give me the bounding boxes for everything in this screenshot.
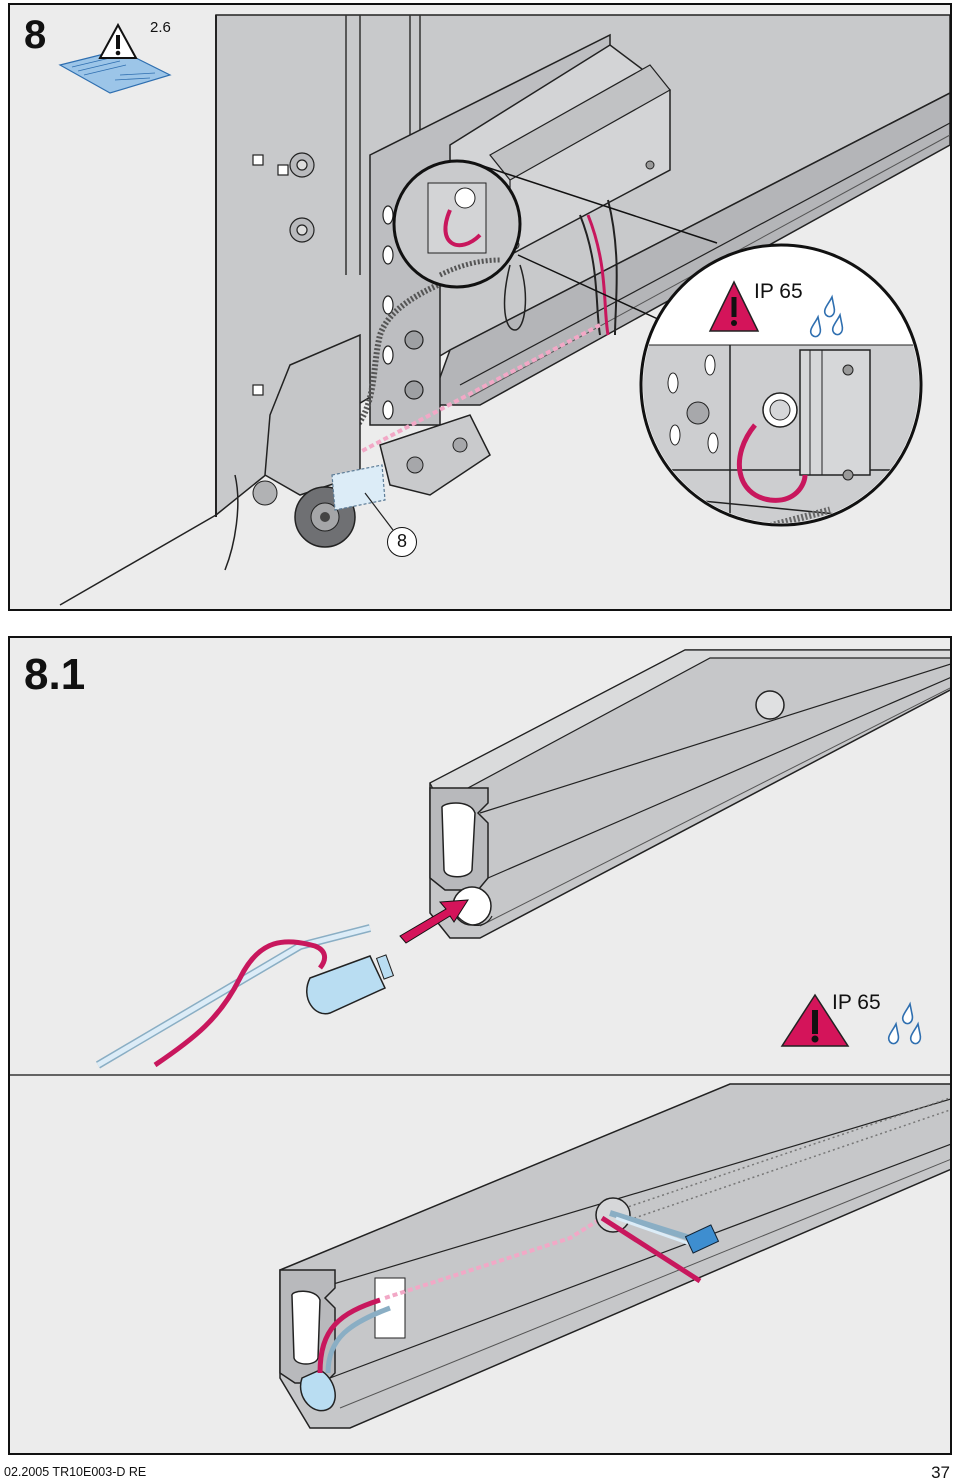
callout-number: 8 bbox=[387, 527, 417, 557]
step-number: 8 bbox=[24, 13, 47, 57]
figure-8-panel: 8 2.6 IP 65 8 bbox=[8, 3, 952, 611]
manual-book-icon bbox=[58, 49, 172, 94]
profile-rail-bottom bbox=[279, 1083, 950, 1429]
ip-rating-label: IP 65 bbox=[754, 280, 803, 303]
warning-triangle-icon bbox=[780, 993, 850, 1047]
figure-8-1-illustration bbox=[10, 649, 950, 1429]
water-drops-icon bbox=[809, 294, 844, 338]
document-code: 02.2005 TR10E003-D RE bbox=[4, 1465, 147, 1479]
figure-8-illustration bbox=[10, 5, 950, 606]
warning-triangle-icon bbox=[98, 22, 138, 59]
page-number: 37 bbox=[931, 1463, 950, 1482]
detail-magnifier bbox=[639, 243, 923, 527]
reference-section: 2.6 bbox=[150, 19, 171, 36]
profile-rail-top bbox=[429, 649, 950, 939]
step-number: 8.1 bbox=[24, 650, 86, 699]
ip-rating-label: IP 65 bbox=[832, 991, 881, 1014]
water-drops-icon bbox=[887, 1001, 922, 1045]
signal-cable bbox=[153, 939, 328, 1068]
push-arrow-icon bbox=[399, 899, 469, 944]
figure-8-1-panel: 8.1 IP 65 bbox=[8, 636, 952, 1455]
sensor-plug bbox=[306, 954, 395, 1015]
bottom-bracket bbox=[264, 333, 361, 496]
warning-triangle-icon bbox=[708, 280, 760, 332]
